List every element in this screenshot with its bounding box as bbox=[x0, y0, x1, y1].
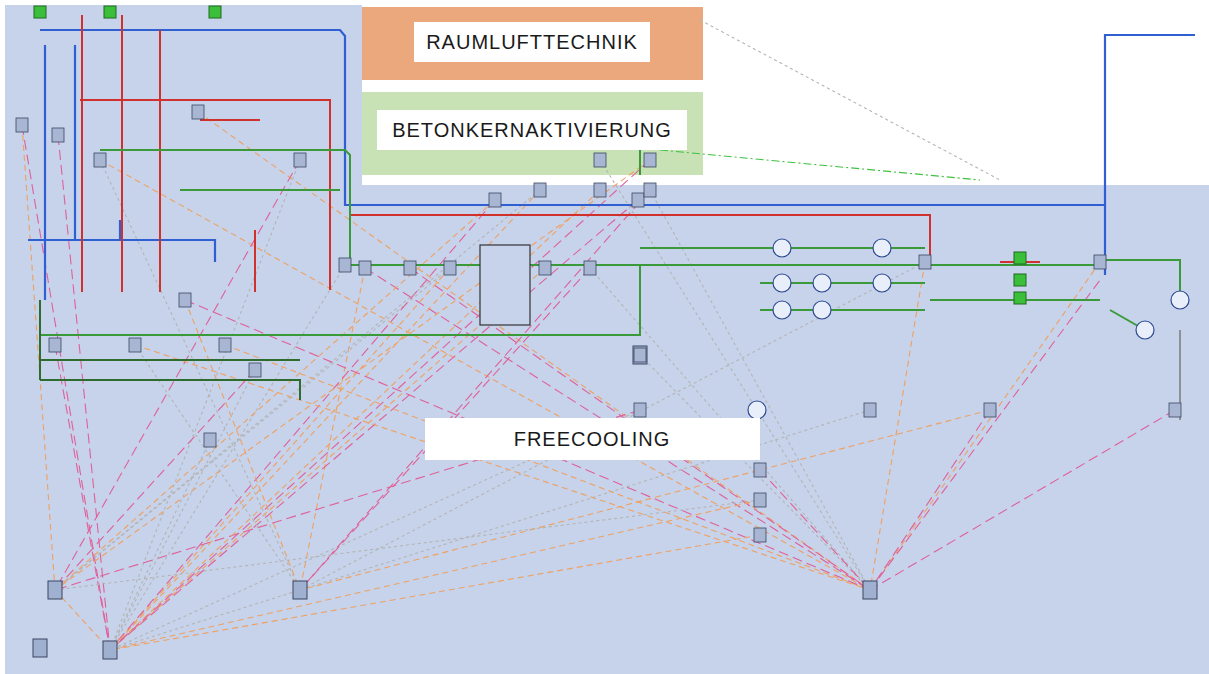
signal-line bbox=[660, 150, 980, 180]
concrete-core-band: BETONKERNAKTIVIERUNG bbox=[362, 92, 703, 175]
region-shape bbox=[362, 7, 703, 80]
region-shape bbox=[5, 5, 1209, 674]
region-shape bbox=[362, 92, 703, 175]
region-label: FREECOOLING bbox=[425, 418, 760, 460]
signal-line bbox=[700, 20, 1000, 180]
region-fill bbox=[5, 5, 1209, 674]
region-label: BETONKERNAKTIVIERUNG bbox=[377, 110, 687, 150]
region-label: RAUMLUFTTECHNIK bbox=[414, 22, 650, 62]
freecooling-region: FREECOOLING bbox=[5, 5, 1209, 674]
ventilation-band: RAUMLUFTTECHNIK bbox=[362, 7, 703, 80]
